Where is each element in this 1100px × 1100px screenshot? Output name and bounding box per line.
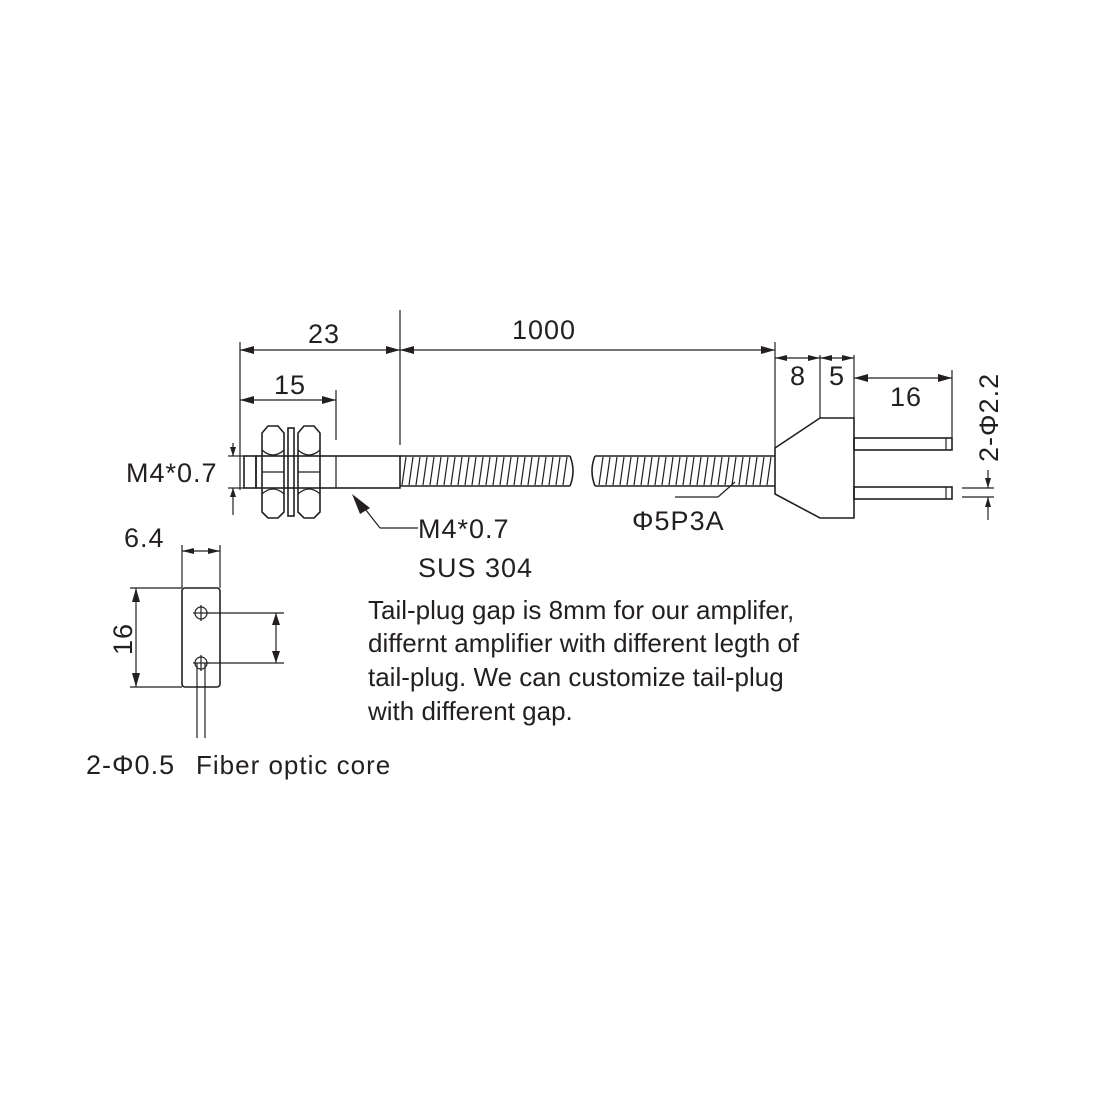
cable xyxy=(400,455,775,487)
cable-corrugation-b xyxy=(598,456,772,486)
thread-left-label: M4*0.7 xyxy=(126,458,218,488)
dimension-15: 15 xyxy=(240,370,336,404)
core-leader xyxy=(196,663,206,738)
head-end-view xyxy=(181,587,221,688)
hex-nut-left xyxy=(261,425,285,519)
dim-23-label: 23 xyxy=(308,319,340,349)
dimension-core-spacing xyxy=(207,612,284,664)
plug-pin-top xyxy=(853,437,953,451)
dim-8-label: 8 xyxy=(790,361,806,391)
dimension-pin-diameter: 2-Φ2.2 xyxy=(962,373,1004,520)
cable-corrugation-a xyxy=(401,456,568,486)
cable-label: Φ5P3A xyxy=(632,506,725,536)
pin-diameter-label: 2-Φ2.2 xyxy=(974,373,1004,462)
tail-plug xyxy=(774,417,855,519)
thread-dimension-left: M4*0.7 xyxy=(126,443,244,515)
dim-15-label: 15 xyxy=(274,370,306,400)
dimension-1000: 1000 xyxy=(400,315,775,354)
note-line-3: tail-plug. We can customize tail-plug xyxy=(368,662,784,692)
dim-16-pins-label: 16 xyxy=(890,382,922,412)
core-label: 2-Φ0.5 xyxy=(86,750,175,780)
washer xyxy=(287,427,295,517)
note-block: Tail-plug gap is 8mm for our amplifer, d… xyxy=(367,595,800,726)
dim-16-head-label: 16 xyxy=(108,623,138,655)
note-line-2: differnt amplifier with different legth … xyxy=(368,628,800,658)
thread-arrow-label: M4*0.7 xyxy=(418,514,510,544)
dimension-23: 23 xyxy=(240,319,400,354)
note-line-1: Tail-plug gap is 8mm for our amplifer, xyxy=(368,595,794,625)
core-desc-label: Fiber optic core xyxy=(196,750,391,780)
dimension-16-head: 16 xyxy=(108,587,182,688)
plug-pin-bottom xyxy=(853,486,953,500)
dimension-8: 8 xyxy=(775,355,820,391)
cable-leader xyxy=(675,481,736,498)
hex-nut-right xyxy=(297,425,321,519)
note-line-4: with different gap. xyxy=(367,696,573,726)
dimension-16-pins: 16 xyxy=(854,374,952,412)
material-label: SUS 304 xyxy=(418,553,533,583)
dimension-6-4: 6.4 xyxy=(124,523,221,588)
dim-5-label: 5 xyxy=(829,361,845,391)
dim-6-4-label: 6.4 xyxy=(124,523,165,553)
sensor-head xyxy=(243,455,401,489)
thread-leader xyxy=(352,494,418,529)
dimension-5: 5 xyxy=(820,355,854,391)
dim-1000-label: 1000 xyxy=(512,315,576,345)
